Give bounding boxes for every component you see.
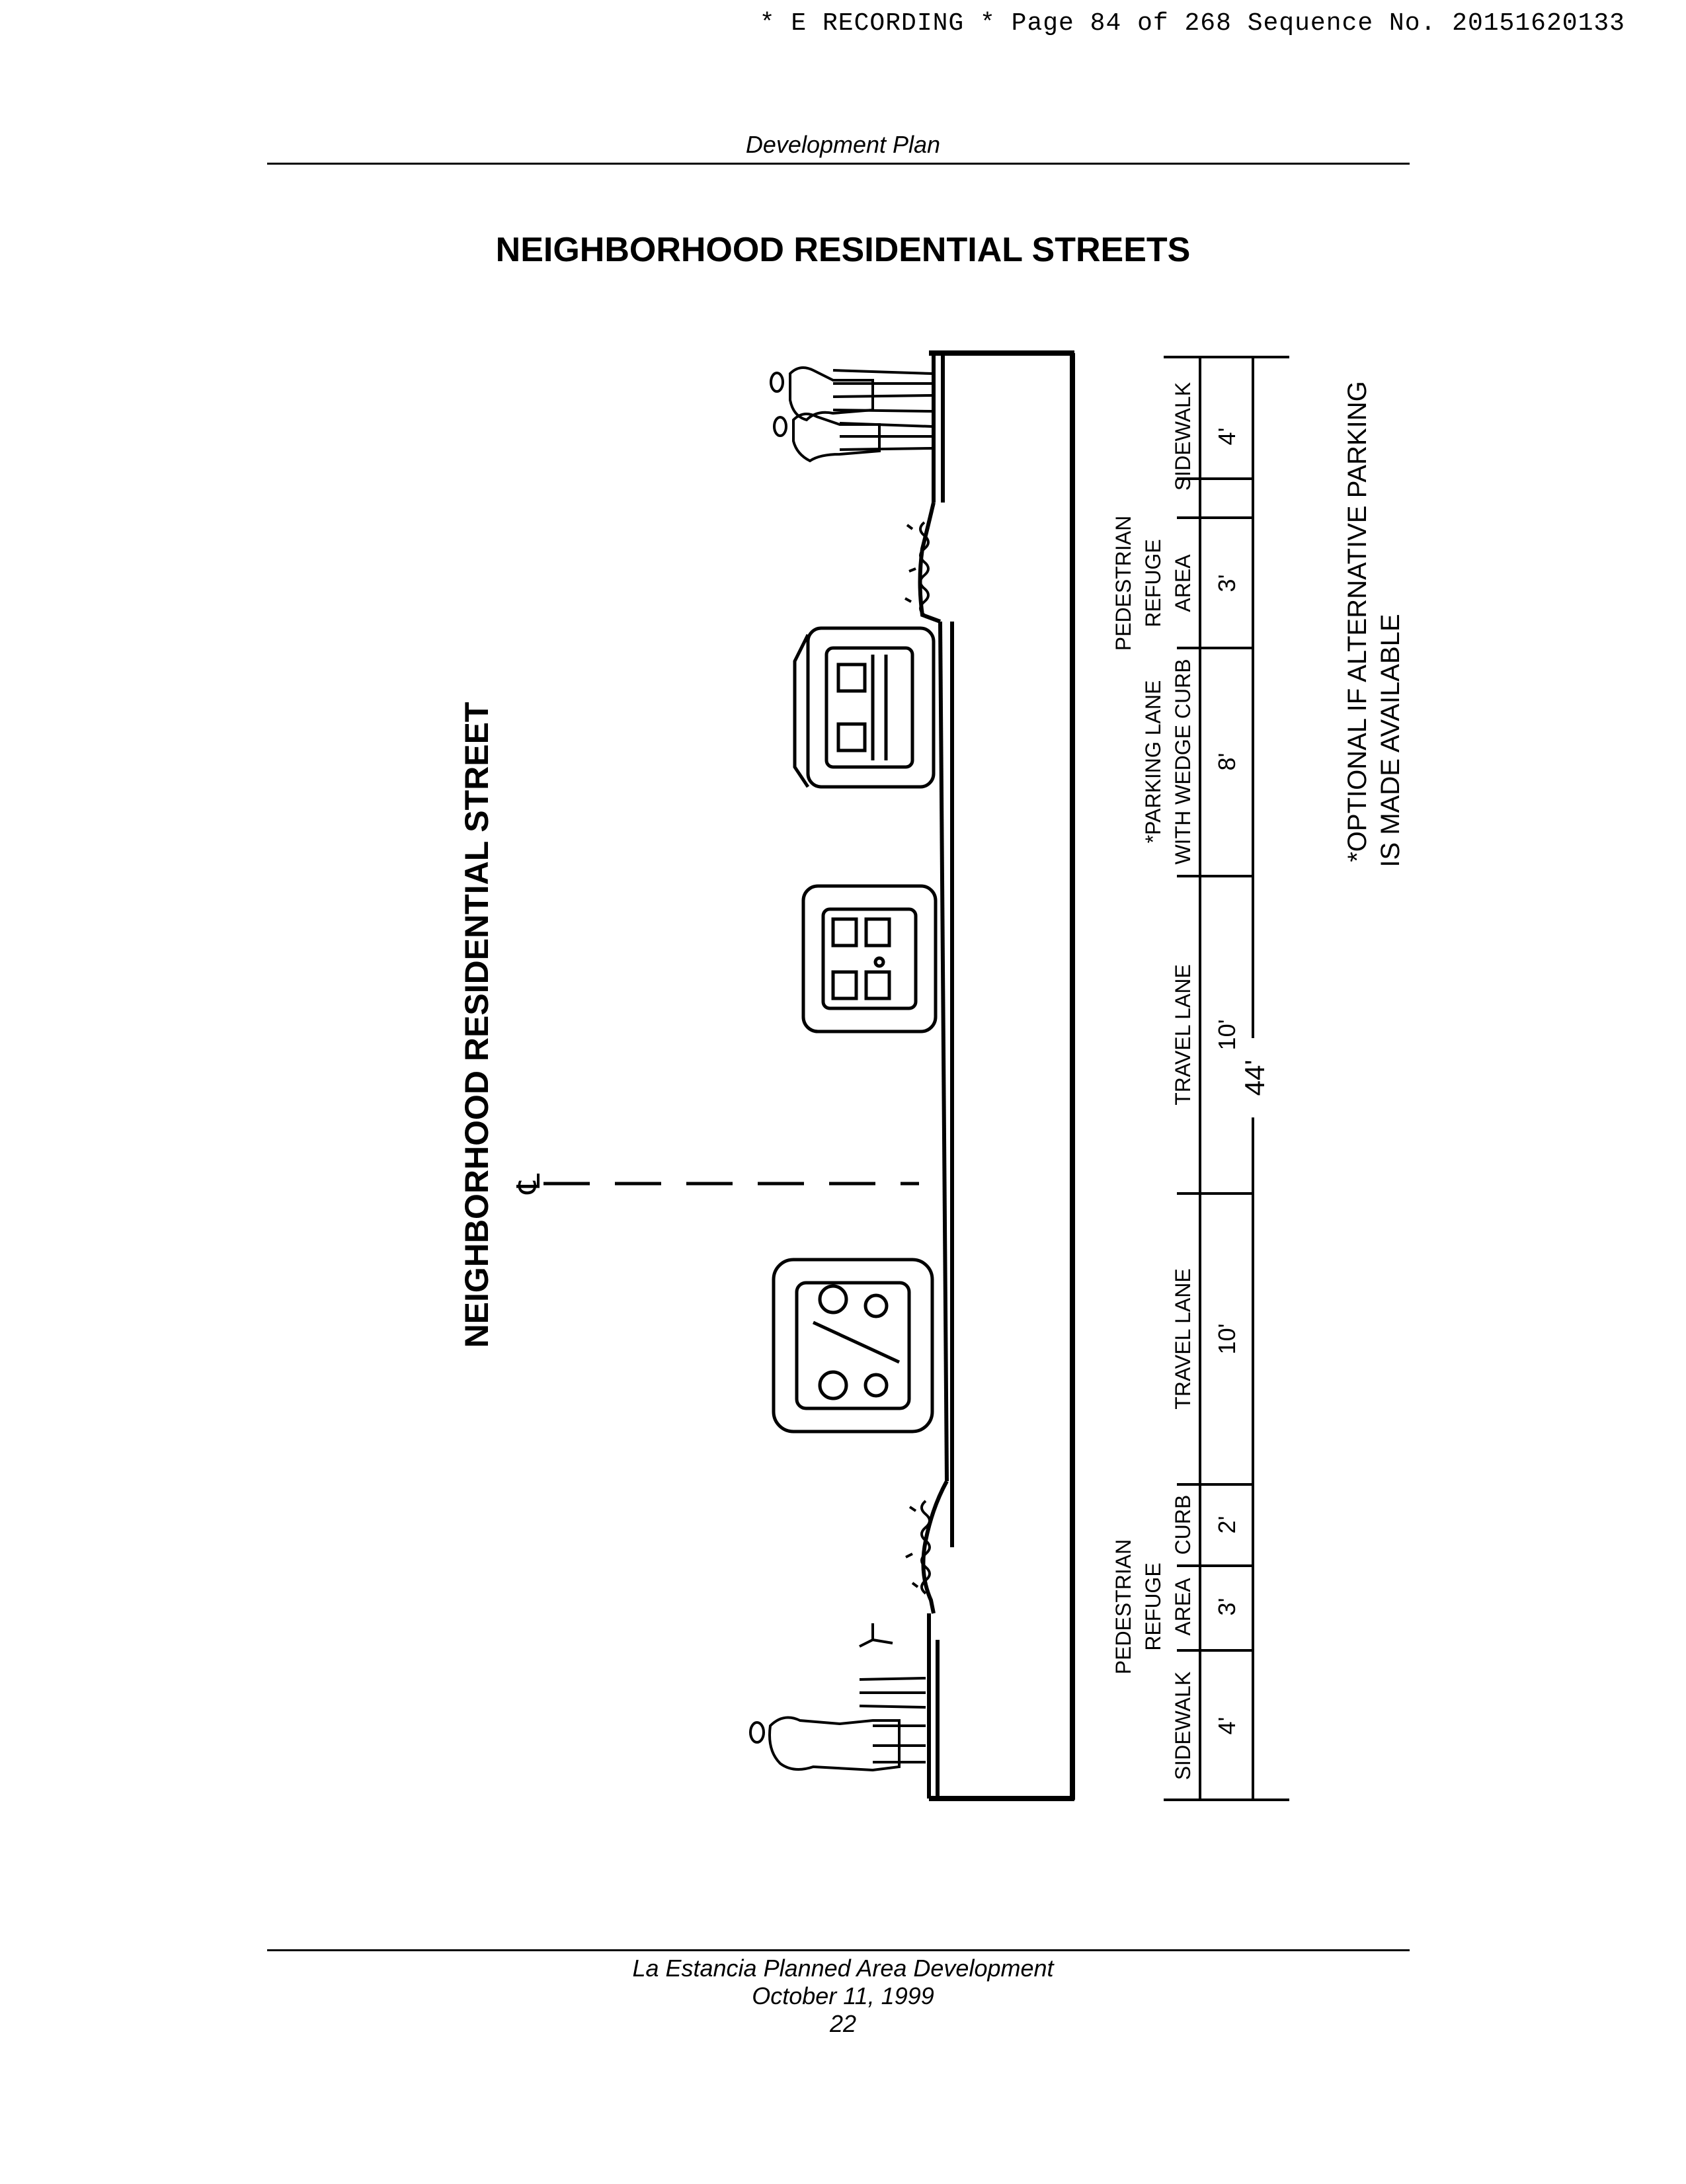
zone-width-parking: 8'	[1213, 753, 1240, 771]
pedestrian-figures-top	[770, 366, 933, 463]
zone-label-parking-2: WITH WEDGE CURB	[1171, 659, 1195, 864]
centerline-symbol: ℄	[512, 1173, 547, 1194]
zone-label-refuge-left-3: AREA	[1171, 1578, 1195, 1636]
note-line-2: IS MADE AVAILABLE	[1376, 614, 1405, 867]
footer-rule	[267, 1949, 1410, 1951]
zone-label-travel-lane-1: TRAVEL LANE	[1171, 1268, 1195, 1409]
zone-width-curb: 2'	[1213, 1516, 1240, 1534]
zone-label-curb: CURB	[1171, 1495, 1195, 1555]
note-line-1: *OPTIONAL IF ALTERNATIVE PARKING	[1343, 381, 1372, 862]
zone-width-refuge-left: 3'	[1213, 1598, 1240, 1616]
zone-labels: SIDEWALK 4' PEDESTRIAN REFUGE AREA 3' CU…	[1111, 382, 1240, 1780]
total-dimension-gap	[1233, 1038, 1273, 1117]
footer-document-title: La Estancia Planned Area Development	[632, 1955, 1054, 1982]
zone-label-refuge-right-1: PEDESTRIAN	[1111, 516, 1135, 651]
zone-label-refuge-right-2: REFUGE	[1141, 539, 1165, 627]
page-title: NEIGHBORHOOD RESIDENTIAL STREETS	[495, 231, 1191, 269]
zone-label-refuge-left-2: REFUGE	[1141, 1562, 1165, 1650]
running-head: Development Plan	[745, 131, 941, 158]
zone-width-sidewalk-right: 4'	[1213, 428, 1240, 446]
page-number: 22	[829, 2010, 857, 2037]
zone-width-sidewalk-left: 4'	[1213, 1717, 1240, 1735]
car-travel-lane-2	[772, 1258, 934, 1434]
pedestrian-figures-bottom	[749, 1623, 926, 1772]
zone-label-parking-1: *PARKING LANE	[1141, 680, 1165, 844]
zone-label-refuge-left-1: PEDESTRIAN	[1111, 1539, 1135, 1674]
zone-label-refuge-right-3: AREA	[1171, 554, 1195, 612]
car-parking-lane	[793, 626, 936, 789]
recording-stamp: * E RECORDING * Page 84 of 268 Sequence …	[759, 9, 1625, 38]
zone-label-travel-lane-2: TRAVEL LANE	[1171, 964, 1195, 1105]
zone-width-refuge-right: 3'	[1213, 575, 1240, 592]
footer: La Estancia Planned Area Development Oct…	[0, 1955, 1686, 2038]
total-width-label: 44'	[1239, 1060, 1270, 1096]
road-profile	[918, 350, 1075, 1801]
header-rule	[267, 163, 1410, 165]
car-travel-lane-1	[801, 884, 938, 1033]
zone-width-travel-lane-1: 10'	[1213, 1324, 1240, 1355]
zone-width-travel-lane-2: 10'	[1213, 1020, 1240, 1051]
zone-label-sidewalk-left: SIDEWALK	[1171, 1672, 1195, 1780]
footer-date: October 11, 1999	[752, 1982, 934, 2009]
figure-title: NEIGHBORHOOD RESIDENTIAL STREET	[458, 702, 495, 1348]
zone-label-sidewalk-right: SIDEWALK	[1171, 382, 1195, 491]
planting-strip	[904, 521, 931, 1595]
